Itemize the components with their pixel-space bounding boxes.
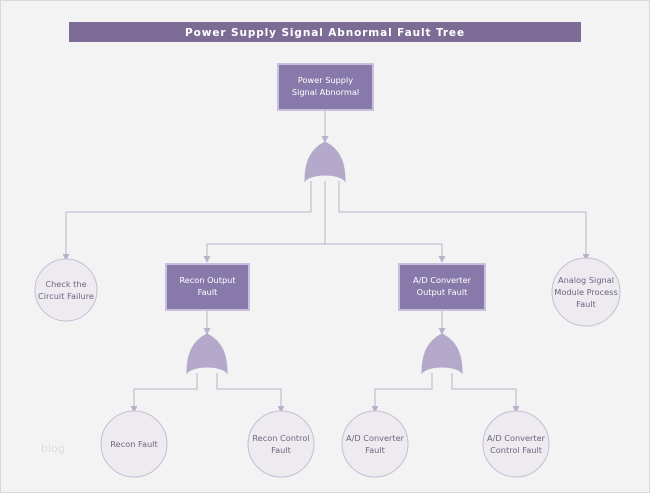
node-recon-output-fault[interactable]: Recon Output Fault [165, 263, 250, 311]
arrow-check-circuit [62, 254, 70, 261]
page-title: Power Supply Signal Abnormal Fault Tree [185, 27, 465, 39]
node-ad-control-fault-label-line2: Control Fault [490, 445, 543, 455]
arrow-root-to-top-gate [321, 136, 329, 143]
arrow-ad-output-to-gate [438, 328, 446, 335]
node-recon-fault-label-line1: Recon Fault [110, 439, 158, 449]
node-analog-module-label-line2: Module Process [554, 287, 617, 297]
node-ad-output-label-line2: Output Fault [417, 287, 468, 297]
arrow-recon-fault [130, 406, 138, 413]
connector-recon-gate-to-recon-control-fault [216, 373, 282, 410]
node-recon-fault[interactable]: Recon Fault [100, 410, 168, 478]
node-ad-control-fault-label-line1: A/D Converter [487, 433, 546, 443]
node-analog-module-label-line3: Fault [576, 299, 596, 309]
node-check-the-circuit-failure[interactable]: Check the Circuit Failure [34, 258, 98, 322]
watermark-label: blog [41, 442, 65, 455]
node-root-box [277, 63, 374, 111]
or-gate-ad-shape [421, 333, 463, 375]
node-analog-module-circle [551, 257, 621, 327]
node-root-label-line2: Signal Abnormal [292, 87, 359, 97]
connector-ad-gate-to-ad-control-fault [451, 373, 517, 410]
arrow-ad-output [438, 256, 446, 263]
node-analog-signal-module-process-fault[interactable]: Analog Signal Module Process Fault [551, 257, 621, 327]
node-recon-control-fault-label-line2: Fault [271, 445, 291, 455]
arrow-recon-output-to-gate [203, 328, 211, 335]
node-ad-fault-circle [341, 410, 409, 478]
node-recon-fault-circle [100, 410, 168, 478]
node-recon-control-fault-label-line1: Recon Control [252, 433, 309, 443]
node-ad-control-fault-circle [482, 410, 550, 478]
arrow-ad-fault [371, 406, 379, 413]
node-ad-output-label-line1: A/D Converter [413, 275, 472, 285]
node-ad-converter-output-fault[interactable]: A/D Converter Output Fault [398, 263, 486, 311]
or-gate-top[interactable] [304, 141, 346, 183]
node-ad-fault-label-line1: A/D Converter [346, 433, 405, 443]
arrow-recon-control-fault [277, 406, 285, 413]
arrow-recon-output [203, 256, 211, 263]
or-gate-top-shape [304, 141, 346, 183]
node-recon-control-fault-circle [247, 410, 315, 478]
node-ad-output-box [398, 263, 486, 311]
node-analog-module-label-line1: Analog Signal [558, 275, 614, 285]
title-bar-background [69, 22, 581, 42]
node-ad-converter-control-fault[interactable]: A/D Converter Control Fault [482, 410, 550, 478]
node-ad-fault-label-line2: Fault [365, 445, 385, 455]
node-check-circuit-circle [34, 258, 98, 322]
title-bar: Power Supply Signal Abnormal Fault Tree [69, 22, 581, 42]
node-recon-output-label-line1: Recon Output [179, 275, 236, 285]
node-check-circuit-label-line2: Circuit Failure [38, 291, 94, 301]
or-gate-ad[interactable] [421, 333, 463, 375]
node-ad-converter-fault[interactable]: A/D Converter Fault [341, 410, 409, 478]
connector-layer [62, 110, 590, 413]
connector-ad-gate-to-ad-fault [374, 373, 433, 410]
or-gate-recon-shape [186, 333, 228, 375]
node-power-supply-signal-abnormal[interactable]: Power Supply Signal Abnormal [277, 63, 374, 111]
connector-recon-gate-to-recon-fault [133, 373, 198, 410]
node-recon-output-box [165, 263, 250, 311]
node-root-label-line1: Power Supply [298, 75, 353, 85]
node-recon-output-label-line2: Fault [198, 287, 218, 297]
node-recon-control-fault[interactable]: Recon Control Fault [247, 410, 315, 478]
node-check-circuit-label-line1: Check the [45, 279, 86, 289]
or-gate-recon[interactable] [186, 333, 228, 375]
arrow-ad-control-fault [512, 406, 520, 413]
